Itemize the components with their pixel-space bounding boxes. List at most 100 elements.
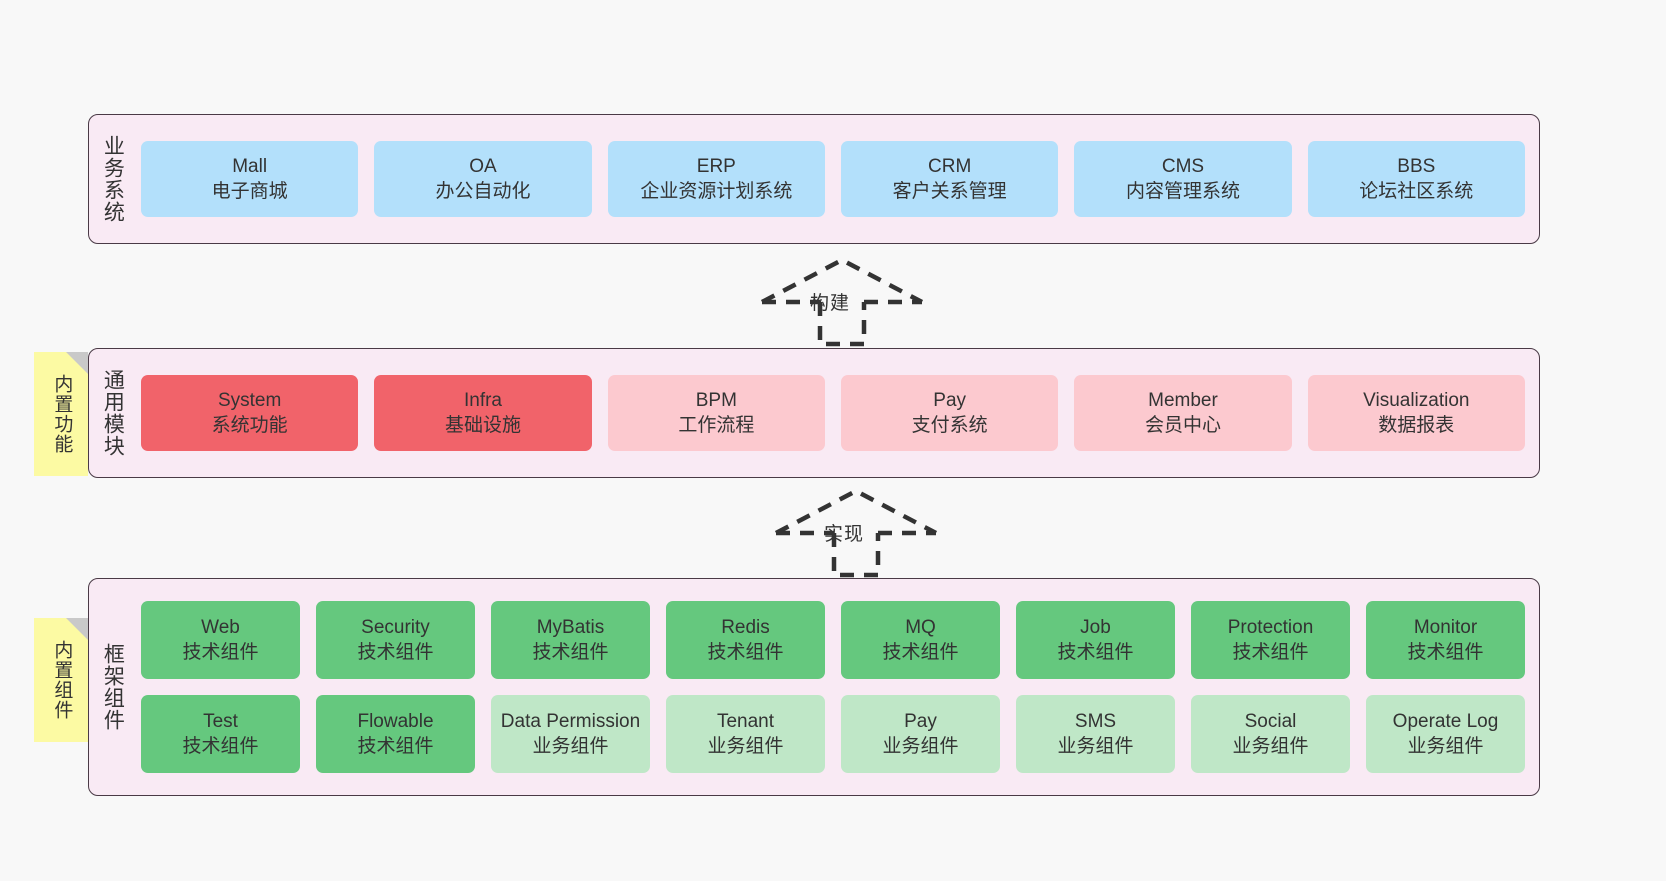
cell-row: Mall 电子商城 OA 办公自动化 ERP 企业资源计划系统 CRM 客户关系… xyxy=(141,141,1525,217)
cell-title-cn: 技术组件 xyxy=(882,642,959,663)
cell-bbs[interactable]: BBS 论坛社区系统 xyxy=(1307,141,1525,217)
sticky-note-label: 内置功能 xyxy=(51,374,73,454)
cell-title-en: Pay xyxy=(904,710,937,732)
sticky-note-builtin-component: 内置组件 xyxy=(34,618,88,742)
cell-title-en: Operate Log xyxy=(1392,710,1499,732)
cell-title-en: CMS xyxy=(1161,155,1205,177)
cell-cms[interactable]: CMS 内容管理系统 xyxy=(1074,141,1292,217)
cell-title-en: Redis xyxy=(721,616,770,638)
cell-title-cn: 业务组件 xyxy=(532,736,609,757)
layer-title-business-system: 业务系统 xyxy=(101,135,125,223)
cell-protection[interactable]: Protection 技术组件 xyxy=(1191,601,1350,679)
cell-erp[interactable]: ERP 企业资源计划系统 xyxy=(607,141,825,217)
cell-system[interactable]: System 系统功能 xyxy=(141,375,359,451)
cell-title-cn: 技术组件 xyxy=(357,642,434,663)
cell-infra[interactable]: Infra 基础设施 xyxy=(374,375,592,451)
cell-title-cn: 企业资源计划系统 xyxy=(640,181,793,202)
cell-row: Web 技术组件 Security 技术组件 MyBatis 技术组件 Redi… xyxy=(141,601,1525,679)
cell-member[interactable]: Member 会员中心 xyxy=(1074,375,1292,451)
cell-title-cn: 支付系统 xyxy=(911,415,988,436)
cell-row: System 系统功能 Infra 基础设施 BPM 工作流程 Pay 支付系统… xyxy=(141,375,1525,451)
cell-web[interactable]: Web 技术组件 xyxy=(141,601,300,679)
arrow-label-implement: 实现 xyxy=(824,524,865,545)
cell-title-en: Test xyxy=(203,710,238,732)
arrow-label-build: 构建 xyxy=(810,293,851,314)
cell-title-cn: 技术组件 xyxy=(357,736,434,757)
cell-row: Test 技术组件 Flowable 技术组件 Data Permission … xyxy=(141,695,1525,773)
cell-title-cn: 系统功能 xyxy=(211,415,288,436)
cell-title-en: Tenant xyxy=(716,710,775,732)
cell-title-en: Member xyxy=(1148,389,1218,411)
cell-title-en: SMS xyxy=(1074,710,1117,732)
cell-operate-log[interactable]: Operate Log 业务组件 xyxy=(1366,695,1525,773)
arrow-implement: 实现 xyxy=(766,487,946,579)
layer-body-business-system: Mall 电子商城 OA 办公自动化 ERP 企业资源计划系统 CRM 客户关系… xyxy=(135,115,1539,243)
cell-title-cn: 数据报表 xyxy=(1378,415,1455,436)
cell-oa[interactable]: OA 办公自动化 xyxy=(374,141,592,217)
cell-title-en: Visualization xyxy=(1363,389,1470,411)
cell-title-en: BBS xyxy=(1397,155,1436,177)
cell-title-en: Mall xyxy=(232,155,268,177)
cell-title-cn: 技术组件 xyxy=(1232,642,1309,663)
cell-tenant[interactable]: Tenant 业务组件 xyxy=(666,695,825,773)
cell-title-cn: 办公自动化 xyxy=(435,181,531,202)
cell-title-en: ERP xyxy=(696,155,736,177)
cell-title-en: MQ xyxy=(905,616,936,638)
cell-title-en: CRM xyxy=(928,155,972,177)
cell-title-cn: 会员中心 xyxy=(1144,415,1221,436)
cell-social[interactable]: Social 业务组件 xyxy=(1191,695,1350,773)
cell-title-en: OA xyxy=(469,155,497,177)
cell-bpm[interactable]: BPM 工作流程 xyxy=(607,375,825,451)
cell-data-permission[interactable]: Data Permission 业务组件 xyxy=(491,695,650,773)
cell-crm[interactable]: CRM 客户关系管理 xyxy=(840,141,1059,217)
cell-sms[interactable]: SMS 业务组件 xyxy=(1016,695,1175,773)
cell-title-en: Infra xyxy=(463,389,502,411)
cell-mybatis[interactable]: MyBatis 技术组件 xyxy=(491,601,650,679)
arrowhead-left-right xyxy=(760,257,924,304)
cell-flowable[interactable]: Flowable 技术组件 xyxy=(316,695,475,773)
cell-job[interactable]: Job 技术组件 xyxy=(1016,601,1175,679)
cell-title-cn: 内容管理系统 xyxy=(1125,181,1240,202)
cell-mall[interactable]: Mall 电子商城 xyxy=(141,141,359,217)
cell-title-en: Data Permission xyxy=(500,710,641,732)
cell-monitor[interactable]: Monitor 技术组件 xyxy=(1366,601,1525,679)
cell-title-en: Protection xyxy=(1227,616,1314,638)
cell-title-cn: 技术组件 xyxy=(1057,642,1134,663)
cell-pay[interactable]: Pay 支付系统 xyxy=(840,375,1059,451)
arrow-build: 构建 xyxy=(752,256,932,348)
sticky-note-builtin-function: 内置功能 xyxy=(34,352,88,476)
cell-title-en: Social xyxy=(1244,710,1297,732)
cell-test[interactable]: Test 技术组件 xyxy=(141,695,300,773)
cell-title-cn: 论坛社区系统 xyxy=(1359,181,1474,202)
layer-title-general-modules: 通用模块 xyxy=(101,369,125,457)
cell-title-cn: 工作流程 xyxy=(678,415,755,436)
cell-title-cn: 技术组件 xyxy=(532,642,609,663)
cell-title-cn: 业务组件 xyxy=(1232,736,1309,757)
arrowhead-left-right xyxy=(774,488,938,535)
cell-title-cn: 客户关系管理 xyxy=(892,181,1007,202)
cell-title-cn: 业务组件 xyxy=(707,736,784,757)
cell-title-en: Pay xyxy=(933,389,967,411)
cell-title-en: Job xyxy=(1080,616,1111,638)
cell-title-cn: 业务组件 xyxy=(1407,736,1484,757)
cell-title-cn: 技术组件 xyxy=(707,642,784,663)
arrow-shaft xyxy=(817,302,867,347)
layer-body-framework-components: Web 技术组件 Security 技术组件 MyBatis 技术组件 Redi… xyxy=(135,579,1539,795)
cell-mq[interactable]: MQ 技术组件 xyxy=(841,601,1000,679)
cell-title-cn: 技术组件 xyxy=(182,736,259,757)
sticky-note-label: 内置组件 xyxy=(51,640,73,720)
cell-visualization[interactable]: Visualization 数据报表 xyxy=(1307,375,1525,451)
cell-title-cn: 业务组件 xyxy=(1057,736,1134,757)
layer-business-system: 业务系统 Mall 电子商城 OA 办公自动化 ERP 企业资源计划系统 CRM… xyxy=(88,114,1540,244)
cell-title-cn: 电子商城 xyxy=(211,181,288,202)
cell-title-en: System xyxy=(217,389,282,411)
cell-title-cn: 技术组件 xyxy=(182,642,259,663)
layer-framework-components: 框架组件 Web 技术组件 Security 技术组件 MyBatis 技术组件… xyxy=(88,578,1540,796)
cell-pay-component[interactable]: Pay 业务组件 xyxy=(841,695,1000,773)
cell-title-cn: 技术组件 xyxy=(1407,642,1484,663)
cell-title-en: Web xyxy=(201,616,240,638)
cell-security[interactable]: Security 技术组件 xyxy=(316,601,475,679)
cell-redis[interactable]: Redis 技术组件 xyxy=(666,601,825,679)
cell-title-cn: 基础设施 xyxy=(444,415,521,436)
